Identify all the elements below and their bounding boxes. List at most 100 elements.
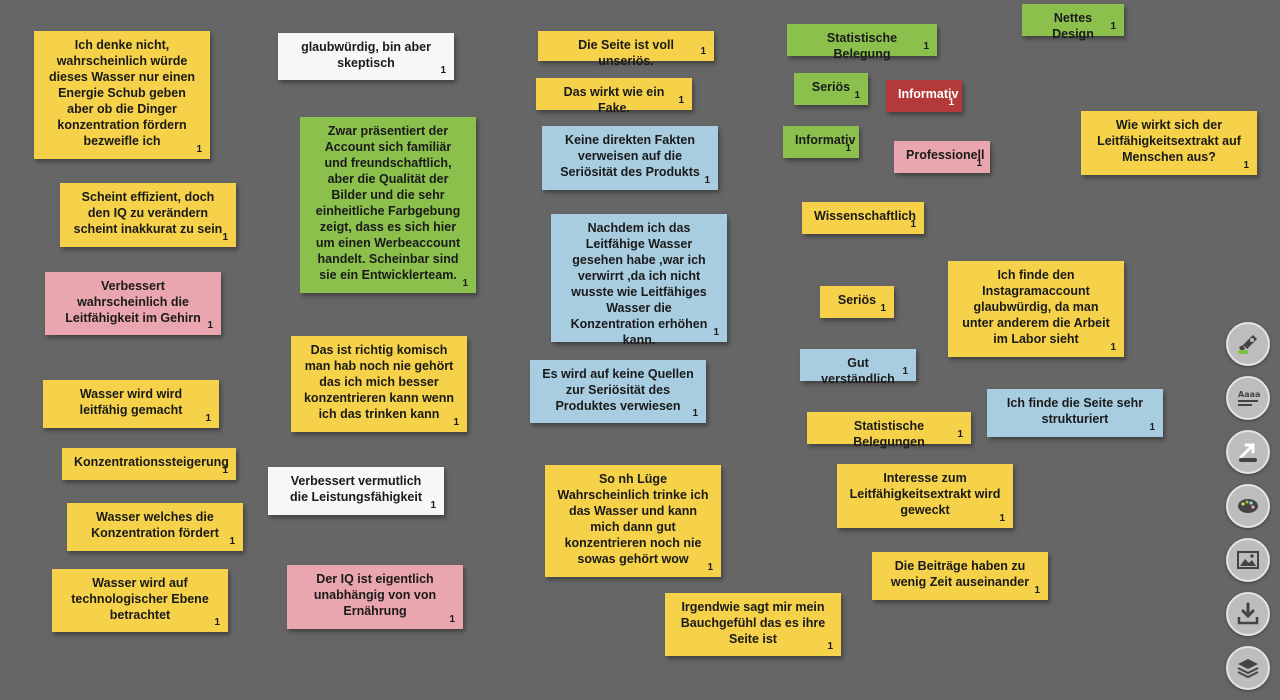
sticky-note[interactable]: Gut verständlich 1 bbox=[800, 349, 916, 386]
sticky-note[interactable]: Informativ 1 bbox=[886, 80, 962, 112]
vote-count: 1 bbox=[1034, 585, 1040, 596]
vote-count: 1 bbox=[222, 232, 228, 243]
sticky-note[interactable]: Konzentrationssteigerung 1 bbox=[62, 448, 236, 480]
sticky-note[interactable]: Professionell 1 bbox=[894, 141, 990, 173]
layers-icon[interactable] bbox=[1226, 646, 1270, 690]
note-text: Zwar präsentiert der Account sich famili… bbox=[315, 124, 461, 282]
vote-count: 1 bbox=[1243, 160, 1249, 171]
vote-count: 1 bbox=[999, 513, 1005, 524]
vote-count: 1 bbox=[948, 97, 954, 108]
note-text: Irgendwie sagt mir mein Bauchgefühl das … bbox=[680, 600, 826, 646]
sticky-note[interactable]: Verbessert vermutlich die Leistungsfähig… bbox=[268, 467, 444, 515]
image-icon[interactable] bbox=[1226, 538, 1270, 582]
vote-count: 1 bbox=[449, 614, 455, 625]
sticky-note[interactable]: Wissenschaftlich 1 bbox=[802, 202, 924, 234]
vote-count: 1 bbox=[462, 278, 468, 289]
sticky-note[interactable]: Verbessert wahrscheinlich die Leitfähigk… bbox=[45, 272, 221, 335]
download-icon[interactable] bbox=[1226, 592, 1270, 636]
note-text: Konzentrationssteigerung bbox=[74, 455, 229, 469]
vote-count: 1 bbox=[880, 303, 886, 314]
sticky-note[interactable]: Der IQ ist eigentlich unabhängig von von… bbox=[287, 565, 463, 629]
note-text: Das ist richtig komisch man hab noch nie… bbox=[303, 343, 455, 421]
note-text: Keine direkten Fakten verweisen auf die … bbox=[560, 133, 700, 179]
note-text: Wasser welches die Konzentration fördert bbox=[91, 510, 219, 540]
text-style-icon[interactable]: Aaaa bbox=[1226, 376, 1270, 420]
sticky-note[interactable]: Ich finde den Instagramaccount glaubwürd… bbox=[948, 261, 1124, 357]
sticky-note[interactable]: Scheint effizient, doch den IQ zu veränd… bbox=[60, 183, 236, 247]
note-text: Ich denke nicht, wahrscheinlich würde di… bbox=[48, 38, 196, 148]
sticky-note[interactable]: Das wirkt wie ein Fake. 1 bbox=[536, 78, 692, 115]
note-text: So nh Lüge Wahrscheinlich trinke ich das… bbox=[557, 472, 709, 566]
note-text: Der IQ ist eigentlich unabhängig von von… bbox=[313, 572, 437, 618]
sticky-note[interactable]: Ich finde die Seite sehr strukturiert 1 bbox=[987, 389, 1163, 437]
sticky-note[interactable]: Es wird auf keine Quellen zur Seriösität… bbox=[530, 360, 706, 423]
note-text: Interesse zum Leitfähigkeitsextrakt wird… bbox=[849, 471, 1001, 517]
sticky-note[interactable]: glaubwürdig, bin aber skeptisch 1 bbox=[278, 33, 454, 80]
note-text: Wasser wird auf technologischer Ebene be… bbox=[71, 576, 209, 622]
vote-count: 1 bbox=[1110, 342, 1116, 353]
note-text: Wasser wird wird leitfähig gemacht bbox=[79, 387, 183, 417]
vote-count: 1 bbox=[957, 429, 963, 440]
sticky-note[interactable]: Interesse zum Leitfähigkeitsextrakt wird… bbox=[837, 464, 1013, 528]
sticky-note[interactable]: Seriös 1 bbox=[820, 286, 894, 318]
sticky-note[interactable]: Zwar präsentiert der Account sich famili… bbox=[300, 117, 476, 293]
svg-text:Aaaa: Aaaa bbox=[1238, 390, 1260, 399]
vote-count: 1 bbox=[214, 617, 220, 628]
sticky-note[interactable]: Nachdem ich das Leitfähige Wasser gesehe… bbox=[551, 214, 727, 347]
vote-count: 1 bbox=[440, 65, 446, 76]
note-text: Wie wirkt sich der Leitfähigkeitsextrakt… bbox=[1097, 118, 1241, 164]
sticky-note[interactable]: Das ist richtig komisch man hab noch nie… bbox=[291, 336, 467, 432]
export-arrow-icon[interactable] bbox=[1226, 430, 1270, 474]
note-text: Ich finde die Seite sehr strukturiert bbox=[1006, 396, 1144, 426]
note-text: Verbessert wahrscheinlich die Leitfähigk… bbox=[65, 279, 201, 325]
note-text: Informativ bbox=[898, 87, 959, 101]
sticky-note[interactable]: Informativ 1 bbox=[783, 126, 859, 158]
sticky-note[interactable]: Wasser welches die Konzentration fördert… bbox=[67, 503, 243, 551]
sticky-note[interactable]: Keine direkten Fakten verweisen auf die … bbox=[542, 126, 718, 190]
vote-count: 1 bbox=[976, 158, 982, 169]
sticky-note[interactable]: Die Beiträge haben zu wenig Zeit auseina… bbox=[872, 552, 1048, 600]
vote-count: 1 bbox=[910, 219, 916, 230]
sticky-note[interactable]: Die Seite ist voll unseriös. 1 bbox=[538, 31, 714, 68]
vote-count: 1 bbox=[453, 417, 459, 428]
sticky-note[interactable]: Ich denke nicht, wahrscheinlich würde di… bbox=[34, 31, 210, 159]
vote-count: 1 bbox=[692, 408, 698, 419]
note-text: Statistische Belegung bbox=[826, 31, 898, 61]
note-text: Wissenschaftlich bbox=[814, 209, 917, 223]
sticky-note[interactable]: Statistische Belegungen 1 bbox=[807, 412, 971, 449]
vote-count: 1 bbox=[902, 366, 908, 377]
note-text: Scheint effizient, doch den IQ zu veränd… bbox=[73, 190, 223, 236]
note-text: Verbessert vermutlich die Leistungsfähig… bbox=[290, 474, 422, 504]
vote-count: 1 bbox=[678, 95, 684, 106]
note-text: Ich finde den Instagramaccount glaubwürd… bbox=[962, 268, 1110, 346]
note-text: Die Seite ist voll unseriös. bbox=[578, 38, 674, 68]
vote-count: 1 bbox=[207, 320, 213, 331]
vote-count: 1 bbox=[827, 641, 833, 652]
note-text: Das wirkt wie ein Fake. bbox=[563, 85, 665, 115]
vote-count: 1 bbox=[704, 175, 710, 186]
vote-count: 1 bbox=[845, 143, 851, 154]
sticky-note[interactable]: Wasser wird wird leitfähig gemacht 1 bbox=[43, 380, 219, 428]
rocket-icon[interactable] bbox=[1226, 322, 1270, 366]
note-text: Nachdem ich das Leitfähige Wasser gesehe… bbox=[570, 221, 708, 347]
sticky-note[interactable]: So nh Lüge Wahrscheinlich trinke ich das… bbox=[545, 465, 721, 577]
note-text: Seriös bbox=[837, 293, 877, 307]
note-text: Seriös bbox=[811, 80, 851, 94]
palette-icon[interactable] bbox=[1226, 484, 1270, 528]
note-text: Professionell bbox=[906, 148, 985, 162]
sticky-note[interactable]: Wasser wird auf technologischer Ebene be… bbox=[52, 569, 228, 632]
vote-count: 1 bbox=[854, 90, 860, 101]
vote-count: 1 bbox=[229, 536, 235, 547]
sticky-note[interactable]: Irgendwie sagt mir mein Bauchgefühl das … bbox=[665, 593, 841, 656]
vote-count: 1 bbox=[1110, 21, 1116, 32]
sticky-note[interactable]: Wie wirkt sich der Leitfähigkeitsextrakt… bbox=[1081, 111, 1257, 175]
vote-count: 1 bbox=[923, 41, 929, 52]
sticky-note[interactable]: Seriös 1 bbox=[794, 73, 868, 105]
sticky-note[interactable]: Nettes Design 1 bbox=[1022, 4, 1124, 41]
sticky-note[interactable]: Statistische Belegung 1 bbox=[787, 24, 937, 61]
vote-count: 1 bbox=[196, 144, 202, 155]
vote-count: 1 bbox=[707, 562, 713, 573]
vote-count: 1 bbox=[222, 465, 228, 476]
vote-count: 1 bbox=[205, 413, 211, 424]
vote-count: 1 bbox=[430, 500, 436, 511]
